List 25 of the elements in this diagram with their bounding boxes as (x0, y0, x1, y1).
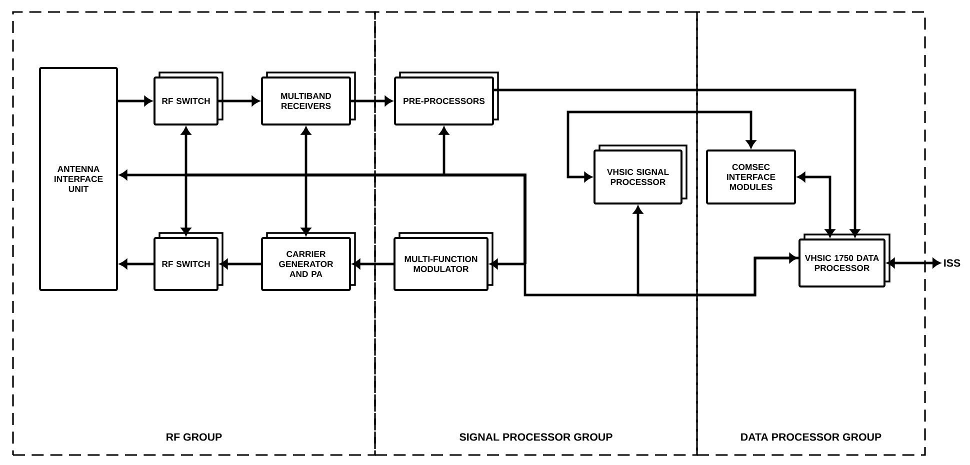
bus-arrow (633, 206, 798, 296)
stacked-block-box: CARRIER GENERATOR AND PA (261, 232, 356, 291)
bus-arrow (119, 259, 154, 269)
stacked-block-box: RF SWITCH (154, 72, 224, 126)
bus-arrow (220, 259, 261, 269)
stacked-block-box: RF SWITCH (154, 232, 224, 291)
bus-arrow (351, 96, 393, 106)
bus-arrow (566, 110, 756, 182)
bus-arrow (119, 170, 526, 264)
stacked-block-box: MULTIBAND RECEIVERS (261, 72, 356, 126)
bus-arrow (352, 259, 394, 269)
bus-line (524, 256, 798, 296)
stacked-block-box: VHSIC SIGNAL PROCESSOR (594, 144, 688, 204)
stacked-block-box: PRE-PROCESSORS (394, 72, 499, 126)
bus-arrow (218, 96, 260, 106)
block-box: COMSEC INTERFACE MODULES (706, 150, 796, 204)
block-box: ANTENNA INTERFACE UNIT (39, 67, 118, 291)
stacked-block-box: MULTI-FUNCTION MODULATOR (394, 232, 494, 291)
bus-arrow (118, 96, 152, 106)
bus-arrow (797, 172, 835, 238)
bus-arrow (886, 258, 940, 268)
bus-arrow (494, 88, 860, 238)
bus-label: ISS (944, 259, 960, 267)
bus-arrow (490, 259, 525, 269)
stacked-block-box: VHSIC 1750 DATA PROCESSOR (798, 234, 890, 288)
